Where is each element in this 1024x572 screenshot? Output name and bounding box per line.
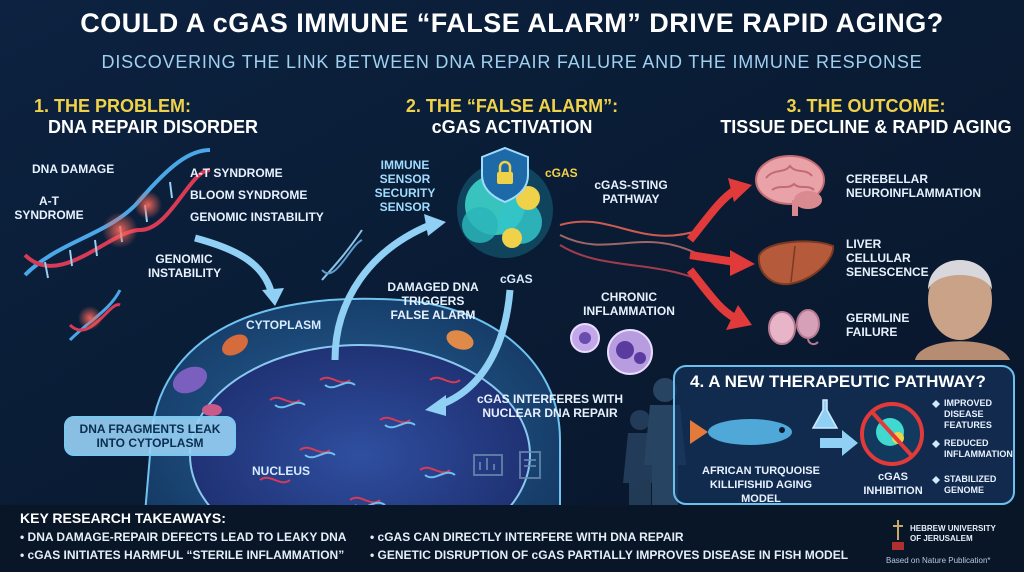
label-chronic-inflammation: CHRONIC INFLAMMATION	[583, 290, 675, 318]
section-3-header: 3. THE OUTCOME: TISSUE DECLINE & RAPID A…	[716, 96, 1016, 138]
germline-icon	[764, 304, 826, 348]
takeaway-item: • cGAS CAN DIRECTLY INTERFERE WITH DNA R…	[370, 530, 684, 544]
section-1-header: 1. THE PROBLEM: DNA REPAIR DISORDER	[34, 96, 258, 138]
label-genomic-instability-bottom: GENOMIC INSTABILITY	[148, 252, 222, 280]
label-at-syndrome-left: A-T SYNDROME	[14, 194, 84, 222]
result-improved: IMPROVED DISEASE FEATURES	[944, 398, 993, 430]
label-cytoplasm: CYTOPLASM	[246, 318, 322, 332]
page-title: COULD A cGAS IMMUNE “FALSE ALARM” DRIVE …	[80, 8, 944, 38]
label-at-syndrome-right: A-T SYNDROME	[190, 166, 283, 180]
takeaway-item: • DNA DAMAGE-REPAIR DEFECTS LEAD TO LEAK…	[20, 530, 347, 544]
liver-icon	[755, 236, 837, 288]
dna-fragments-callout: DNA FRAGMENTS LEAK INTO CYTOPLASM	[64, 416, 236, 456]
label-immune-sensor: IMMUNE SENSOR SECURITY SENSOR	[374, 158, 436, 214]
label-nucleus: NUCLEUS	[252, 464, 311, 478]
section-3-heading: TISSUE DECLINE & RAPID AGING	[720, 117, 1012, 137]
label-cgas-interferes: cGAS INTERFERES WITH NUCLEAR DNA REPAIR	[476, 392, 623, 420]
section-2-header: 2. THE “FALSE ALARM”: cGAS ACTIVATION	[402, 96, 622, 138]
label-damaged-dna: DAMAGED DNA TRIGGERS FALSE ALARM	[387, 280, 479, 322]
section-3-number: 3. THE OUTCOME:	[786, 96, 946, 116]
label-cgas-top: cGAS	[545, 166, 578, 180]
university-name: HEBREW UNIVERSITY OF JERUSALEM	[910, 524, 996, 543]
label-cgas-bottom: cGAS	[500, 272, 533, 286]
label-dna-damage: DNA DAMAGE	[32, 162, 115, 176]
section-2-number: 2. THE “FALSE ALARM”:	[405, 96, 619, 116]
page-subtitle: DISCOVERING THE LINK BETWEEN DNA REPAIR …	[101, 52, 923, 72]
outcome-liver: LIVER CELLULAR SENESCENCE	[846, 237, 929, 279]
takeaway-item: • GENETIC DISRUPTION OF cGAS PARTIALLY I…	[370, 548, 849, 562]
outcome-germline: GERMLINE FAILURE	[846, 311, 910, 339]
label-genomic-instability-right: GENOMIC INSTABILITY	[190, 210, 324, 224]
brain-icon	[752, 150, 830, 218]
section-1-number: 1. THE PROBLEM:	[34, 96, 192, 116]
takeaway-item: • cGAS INITIATES HARMFUL “STERILE INFLAM…	[20, 548, 345, 562]
section-2-heading: cGAS ACTIVATION	[431, 117, 593, 137]
result-reduced: REDUCED INFLAMMATION	[944, 438, 1013, 459]
result-stabilized: STABILIZED GENOME	[944, 474, 997, 495]
source-note: Based on Nature Publication*	[886, 556, 991, 565]
takeaways-heading: KEY RESEARCH TAKEAWAYS:	[20, 510, 226, 526]
section-4-heading: 4. A NEW THERAPEUTIC PATHWAY?	[690, 372, 986, 391]
section-1-heading: DNA REPAIR DISORDER	[48, 117, 259, 137]
label-bloom-syndrome: BLOOM SYNDROME	[190, 188, 308, 202]
label-cgas-inhibition: cGAS INHIBITION	[863, 471, 923, 497]
outcome-cerebellar: CEREBELLAR NEUROINFLAMMATION	[846, 172, 982, 200]
label-sting-pathway: cGAS-STING PATHWAY	[594, 178, 668, 206]
label-fish-model: AFRICAN TURQUOISE KILLIFISHID AGING MODE…	[702, 465, 820, 505]
